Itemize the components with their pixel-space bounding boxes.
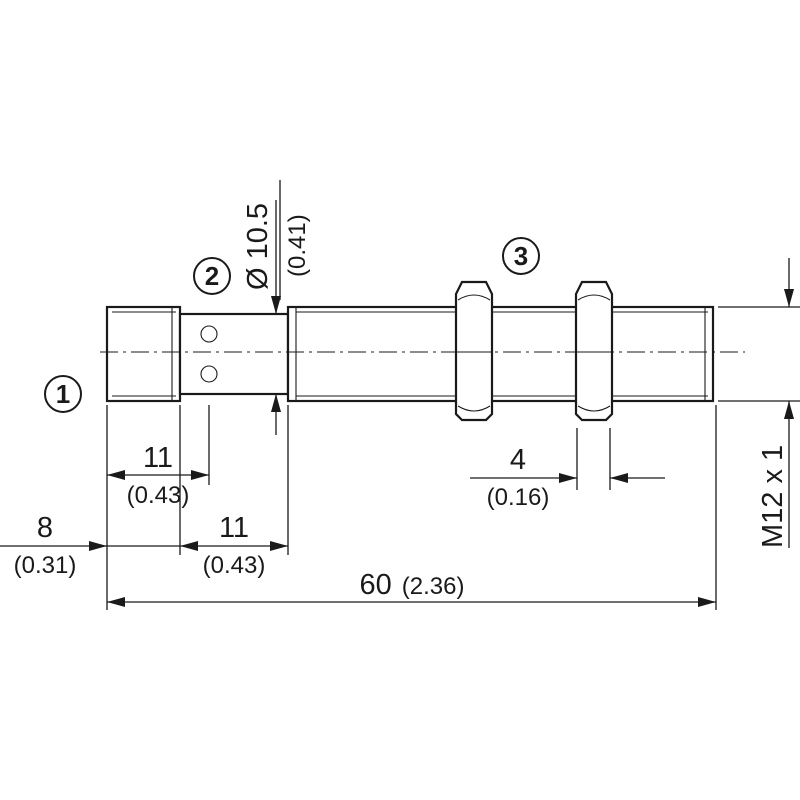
nut-2	[574, 280, 614, 422]
dim-thread-length-inch: (0.31)	[14, 552, 77, 579]
dim-total-length-inch: (2.36)	[402, 573, 465, 600]
extension-lines	[106, 180, 800, 610]
dim-nut-width-inch: (0.16)	[487, 484, 550, 511]
slot-hole-upper	[200, 325, 218, 343]
callout-3-label: 3	[514, 241, 528, 271]
callout-2: 2	[193, 257, 231, 295]
slot-hole-lower	[200, 365, 218, 383]
dim-nut-width: 4 (0.16)	[470, 444, 665, 511]
dim-slot-width: 11 (0.43)	[180, 512, 288, 579]
nut-1	[454, 280, 494, 422]
sensor-body	[100, 280, 745, 422]
dim-thread: M12 x 1	[757, 258, 794, 548]
callout-2-label: 2	[205, 261, 219, 291]
dim-slot-width-value: 11	[219, 512, 249, 544]
dim-total-length-value: 60	[360, 569, 392, 601]
dim-total-length-label: 60 (2.36)	[360, 569, 465, 601]
left-thread-section	[105, 305, 182, 403]
dim-slot-offset-inch: (0.43)	[127, 482, 190, 509]
callout-1-label: 1	[56, 379, 70, 409]
callout-3: 3	[502, 237, 540, 275]
dim-slot-offset-value: 11	[143, 442, 173, 474]
main-barrel	[286, 305, 715, 403]
callout-1: 1	[44, 375, 82, 413]
dim-thread-length: 8 (0.31)	[0, 512, 180, 579]
dim-slot-offset: 11 (0.43)	[107, 442, 209, 509]
dim-thread-length-value: 8	[37, 512, 53, 544]
slot-section	[178, 312, 290, 396]
dim-nut-width-value: 4	[510, 444, 526, 476]
dim-thread-value: M12 x 1	[757, 445, 789, 548]
dim-total-length: 60 (2.36)	[107, 569, 716, 607]
dim-diameter-value: Ø 10.5	[242, 203, 274, 290]
dim-diameter-inch: (0.41)	[284, 214, 311, 277]
dim-diameter: Ø 10.5 (0.41)	[242, 200, 311, 435]
dim-slot-width-inch: (0.43)	[203, 552, 266, 579]
